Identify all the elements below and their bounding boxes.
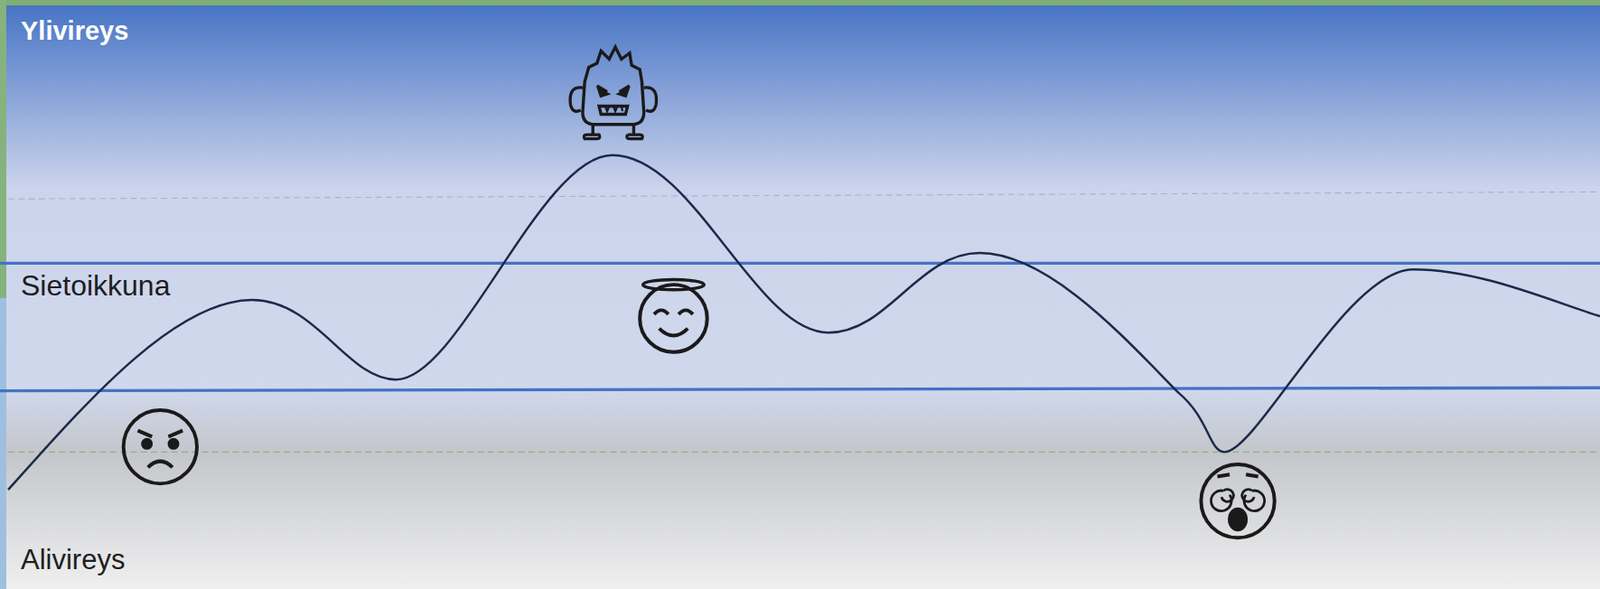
hypoarousal-band: Alivireys [0, 391, 1600, 589]
hyperarousal-band: Ylivireys [0, 0, 1600, 263]
tolerance-window-band: Sietoikkuna [0, 262, 1600, 392]
band-label: Alivireys [20, 543, 125, 577]
calm-face [639, 279, 708, 352]
upper-dashed-line [8, 191, 1600, 199]
upper-window-line [0, 261, 1600, 265]
left-border [0, 0, 7, 589]
monster-figure [570, 46, 656, 140]
dizzy-face [1200, 464, 1274, 538]
left-border-top [0, 0, 7, 299]
top-border [0, 0, 1600, 6]
band-label: Ylivireys [20, 16, 129, 47]
angry-face [123, 410, 197, 484]
band-label: Sietoikkuna [20, 269, 170, 303]
lower-dashed-line [8, 451, 1600, 453]
lower-window-line [0, 387, 1600, 391]
arousal-curve [8, 155, 1600, 490]
